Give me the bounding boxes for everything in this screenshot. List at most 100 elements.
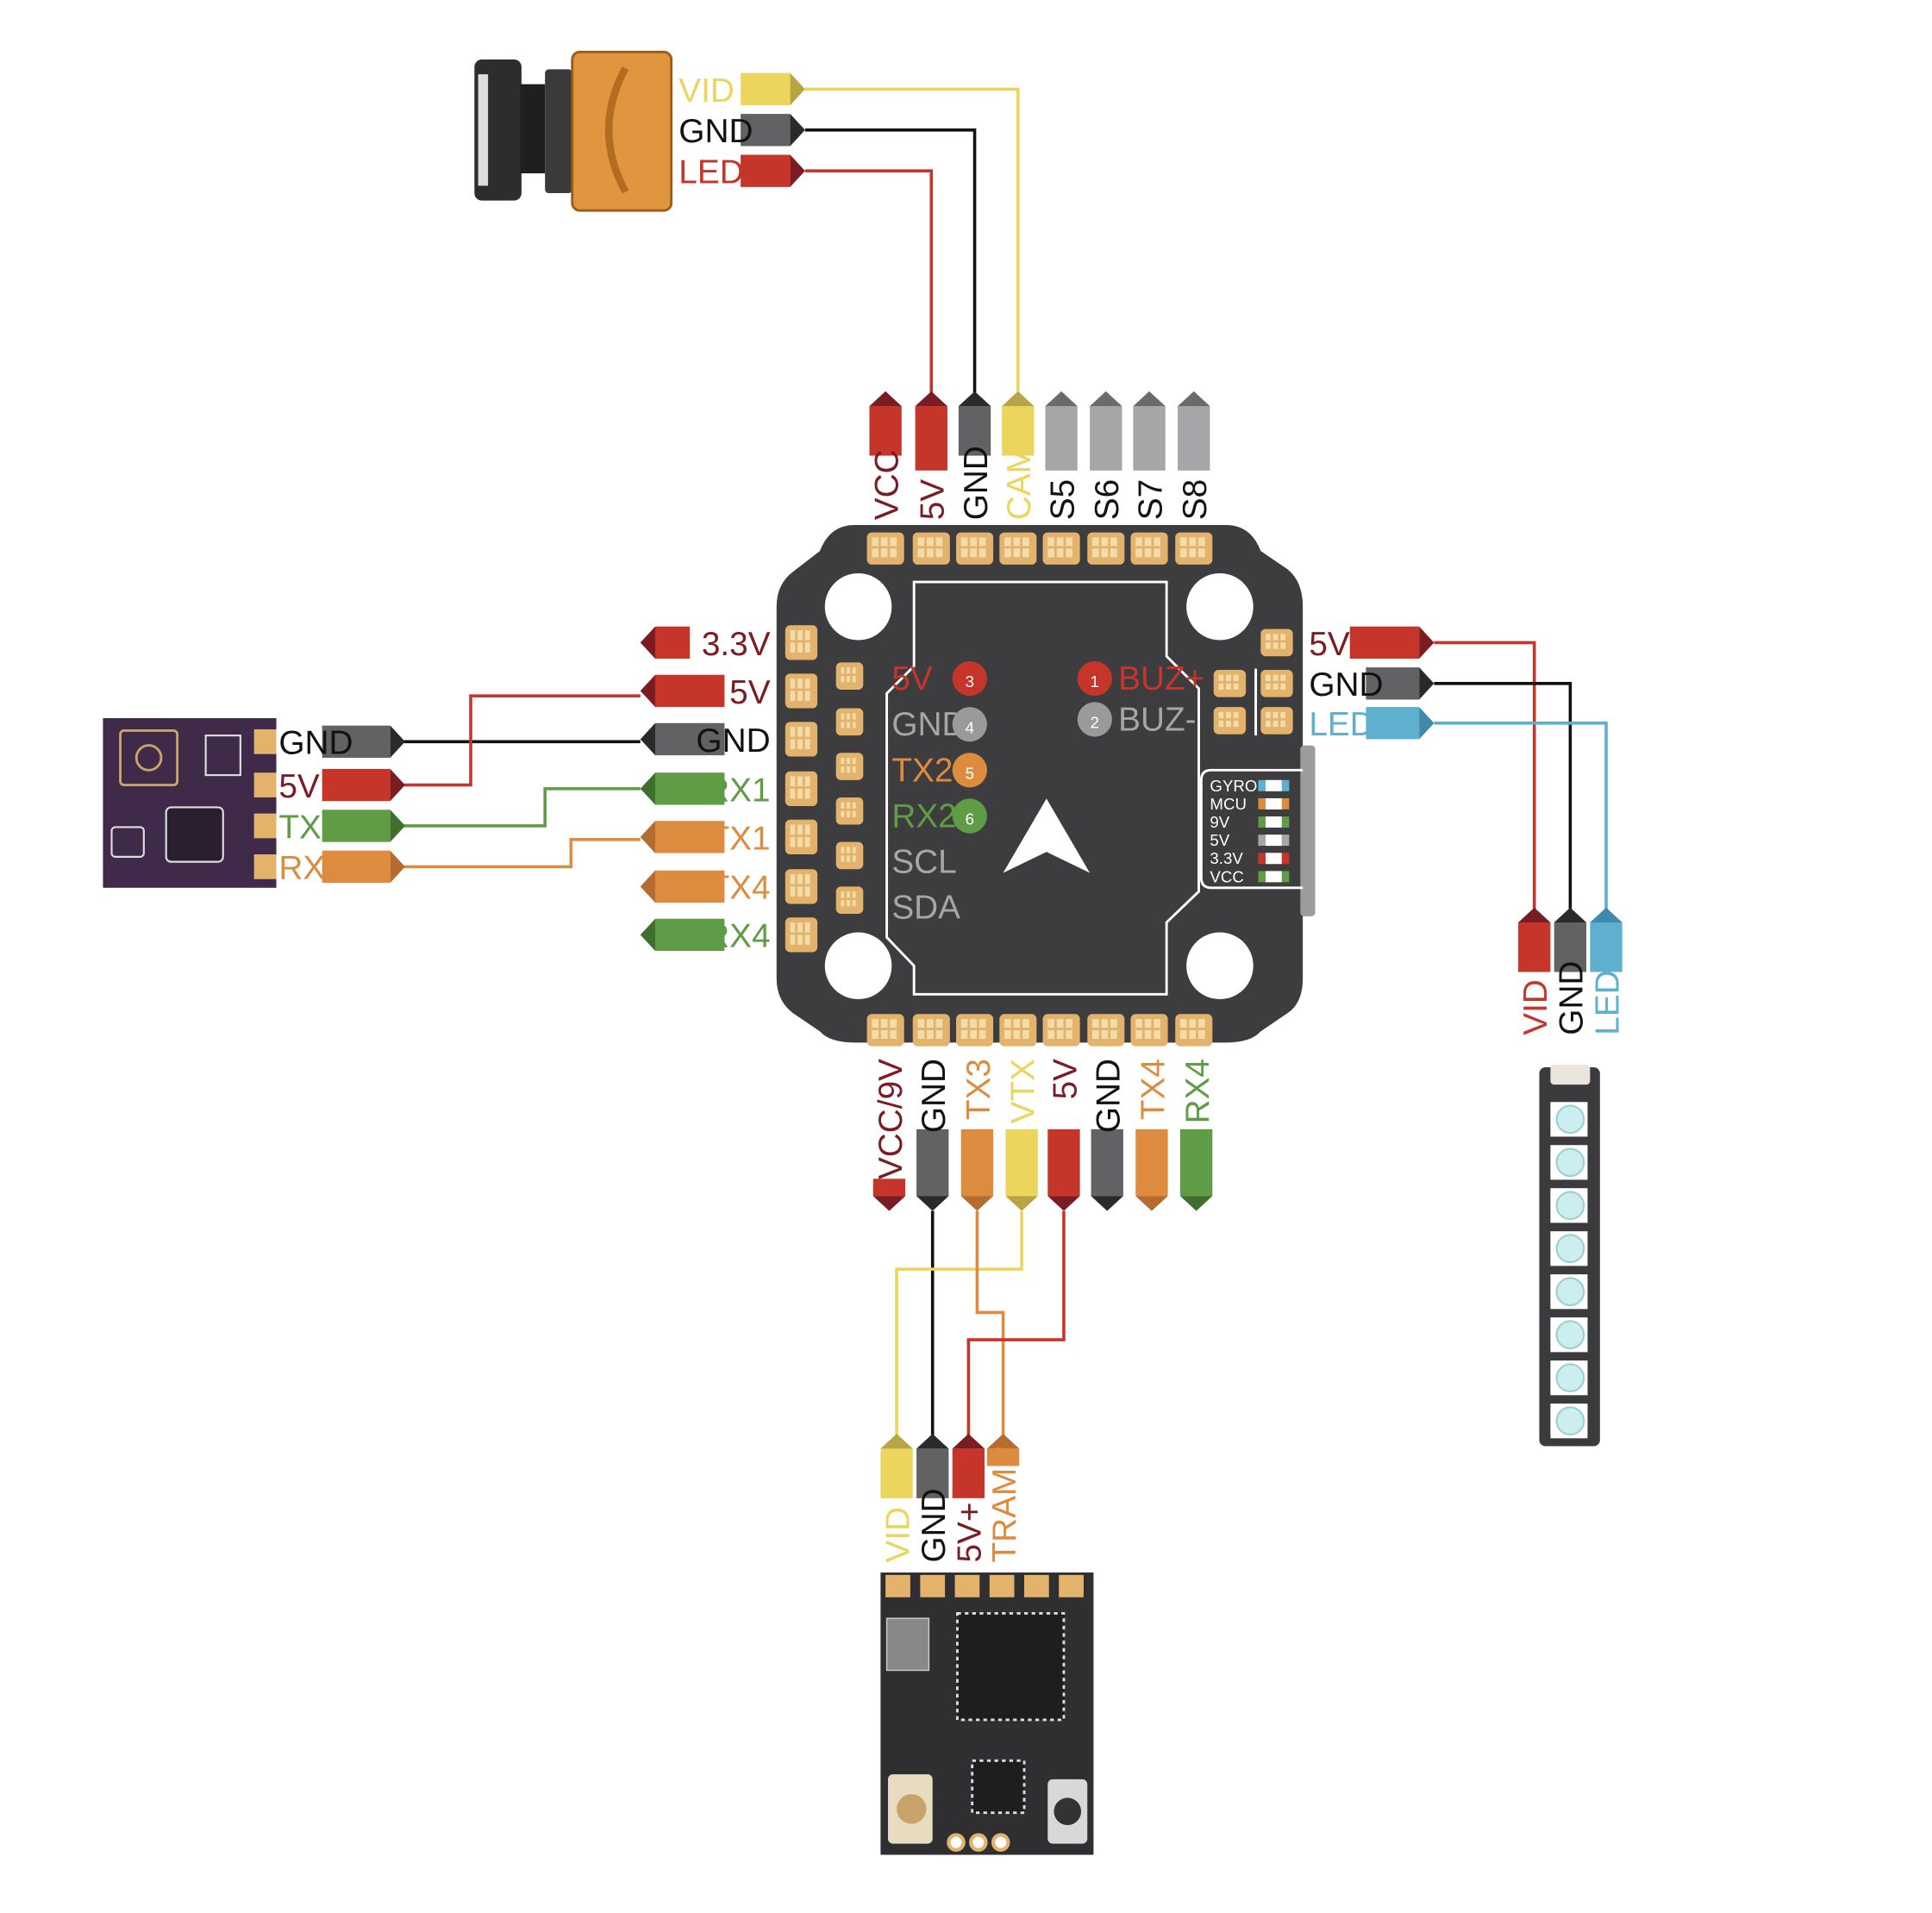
solder-pad [1042, 532, 1080, 565]
solder-pad [785, 869, 818, 904]
board-pad-label: TX2 [891, 752, 953, 789]
pad-dot [1218, 683, 1224, 690]
connector-tip [960, 1196, 994, 1211]
solder-pad [1260, 707, 1293, 735]
connector-tip [640, 772, 656, 805]
led [1555, 1406, 1585, 1436]
solder-pad [1213, 670, 1247, 697]
pad-dot [1154, 537, 1160, 547]
pad-dot [1266, 674, 1271, 681]
led-strip-pin-label: VID [1517, 979, 1554, 1035]
pad-dot [852, 667, 856, 674]
pad-dot [841, 855, 845, 862]
pad-dot [1022, 1019, 1029, 1028]
connector-tip [952, 1434, 985, 1449]
vtx [880, 1572, 1094, 1855]
pad-dot [1266, 634, 1271, 641]
connector-tip [390, 725, 405, 758]
fc-top-pin [1178, 391, 1210, 471]
mount-hole [824, 932, 892, 1000]
status-led-label: VCC [1210, 867, 1243, 885]
vtx-pin [916, 1434, 949, 1498]
pad-number-badge [1077, 702, 1112, 737]
camera-body-contour [604, 66, 629, 194]
pad-dot [852, 766, 856, 773]
camera-body-outline [571, 50, 673, 212]
pad-dot [927, 1019, 934, 1028]
board-pad-label: SDA [891, 890, 960, 927]
pad-dot [804, 642, 810, 653]
pad-dot [847, 847, 850, 853]
connector-body [1366, 707, 1420, 740]
solder-pad [1260, 628, 1293, 657]
pad-dot [804, 788, 810, 799]
pad-dot [847, 713, 850, 720]
pad-number-badge [1077, 660, 1112, 697]
pad-dot [1233, 720, 1239, 728]
pad-dot [1091, 548, 1099, 558]
vtx-pad [1059, 1574, 1084, 1597]
pad-dot [790, 691, 796, 701]
fc-left-pin [640, 674, 725, 708]
fc-bottom-pin [1005, 1128, 1038, 1211]
solder-pad [999, 532, 1037, 565]
pad-dot [970, 1019, 977, 1028]
receiver-pin-label: RX [278, 850, 325, 887]
connector-body [1045, 406, 1078, 471]
pad [1175, 1014, 1213, 1047]
vtx-chip [956, 1611, 1066, 1722]
pad-dot [970, 548, 977, 558]
pad-dot [1101, 537, 1109, 547]
led-strip-connector [1550, 1065, 1591, 1085]
pad-dot [1004, 1019, 1011, 1028]
receiver-pad [253, 813, 277, 839]
pad-dot [890, 537, 897, 547]
wire-vtx-tramp [975, 1210, 1005, 1437]
pad-dot [841, 847, 845, 853]
pad-dot [970, 537, 977, 547]
status-led-label: GYRO [1210, 777, 1257, 795]
pad-dot [935, 1019, 943, 1028]
fc-left-pin-label: TX1 [709, 820, 770, 857]
pad-dot [1272, 711, 1279, 719]
fc-left-pin-label: GND [696, 722, 770, 760]
pad-dot [1144, 1029, 1152, 1040]
vtx-pin-label: VID [879, 1507, 916, 1563]
pad-dot [841, 891, 845, 898]
pad-dot [1179, 1029, 1187, 1040]
pad-dot [1189, 1019, 1197, 1028]
connector-body [655, 821, 725, 853]
led [1555, 1277, 1585, 1307]
connector-body [1179, 1128, 1213, 1197]
fc-bottom-pin [1179, 1128, 1213, 1211]
pad-dot [880, 548, 888, 558]
mount-hole [1186, 932, 1254, 1000]
solder-pad [785, 673, 818, 709]
pad-dot [1066, 537, 1073, 547]
pad-dot [1154, 548, 1160, 558]
connector-body [872, 1178, 906, 1197]
pad-number-badge [952, 707, 987, 742]
board-pad-label: 5V [891, 660, 933, 697]
pad-dot [790, 642, 796, 653]
fc-right-pin-label: GND [1309, 666, 1383, 703]
connector-body [655, 626, 691, 660]
connector-tip [869, 391, 902, 407]
connector-tip [916, 1196, 949, 1211]
pad-dot [1189, 1029, 1197, 1040]
led [1555, 1320, 1585, 1350]
pad-dot [1091, 1029, 1099, 1040]
fc-right-pin [1366, 667, 1435, 700]
connector-tip [790, 72, 805, 106]
connector-body [655, 772, 725, 805]
connector-tip [1419, 626, 1435, 660]
connector-tip [390, 850, 405, 884]
antenna-connector-center [897, 1794, 927, 1824]
receiver-pin-label: 5V [278, 768, 320, 805]
pad-dot [1091, 537, 1099, 547]
pad-dot [1135, 548, 1142, 558]
pad-dot [841, 676, 845, 683]
status-led-center [1266, 853, 1282, 865]
pad-dot [1110, 548, 1117, 558]
